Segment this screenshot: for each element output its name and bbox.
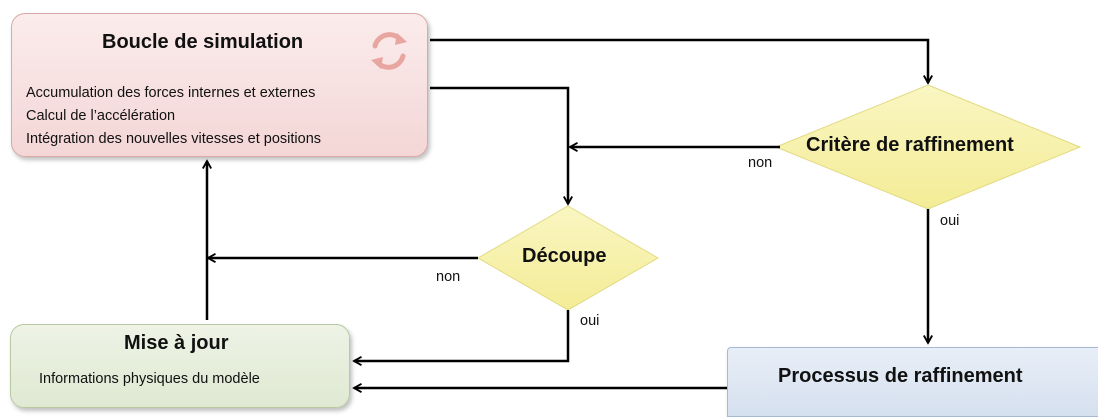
cut-yes-label: oui <box>580 313 600 329</box>
simulation-loop-steps: Accumulation des forces internes et exte… <box>26 82 321 151</box>
criterion-yes-label: oui <box>940 213 960 229</box>
update-title: Mise à jour <box>124 332 229 354</box>
simulation-step: Calcul de l’accélération <box>26 108 176 124</box>
update-box: Mise à jour Informations physiques du mo… <box>10 324 350 408</box>
update-subtitle: Informations physiques du modèle <box>39 371 260 387</box>
edge-simulation-to-criterion <box>430 38 928 83</box>
simulation-step: Accumulation des forces internes et exte… <box>26 85 316 101</box>
flowchart-canvas <box>0 38 1082 398</box>
simulation-step: Intégration des nouvelles vitesses et po… <box>26 131 322 147</box>
refinement-process-box: Processus de raffinement <box>727 347 1098 417</box>
refinement-criterion-label: Critère de raffinement <box>806 134 1014 156</box>
cut-no-label: non <box>436 269 461 285</box>
refinement-process-title: Processus de raffinement <box>778 365 1023 387</box>
edge-cut-yes <box>354 310 570 361</box>
simulation-loop-box: Boucle de simulation Accumulation des fo… <box>11 13 428 157</box>
refresh-icon <box>371 32 407 70</box>
edge-simulation-to-cut <box>430 86 568 204</box>
simulation-loop-title: Boucle de simulation <box>102 31 304 53</box>
criterion-no-label: non <box>748 155 773 171</box>
cut-label: Découpe <box>522 245 607 267</box>
